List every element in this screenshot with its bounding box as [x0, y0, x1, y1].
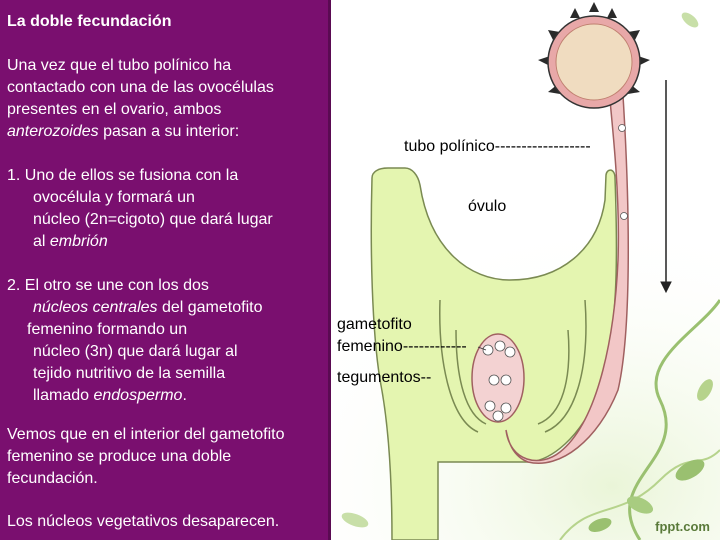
term-nucleos-centrales: núcleos centrales	[33, 299, 158, 316]
pointer-embryo-sac	[477, 346, 487, 351]
outro-line-1: Vemos que en el interior del gametofito	[7, 426, 285, 443]
term-endospermo: endospermo	[93, 387, 183, 404]
item2-line-2: núcleos centrales del gametofito	[33, 298, 262, 318]
label-gametofito-line-2: femenino------------	[337, 338, 467, 355]
final-line: Los núcleos vegetativos desaparecen.	[7, 513, 280, 530]
item1-line-2: ovocélula y formará un	[33, 189, 195, 206]
antipodal-cell	[494, 340, 506, 352]
item2-line-4: núcleo (3n) que dará lugar al	[33, 343, 238, 360]
item1-line-4: al embrión	[33, 232, 108, 252]
term-anterozoides: anterozoides	[7, 123, 99, 140]
item2-line-6-suffix: .	[182, 387, 187, 404]
intro-line-1: Una vez que el tubo polínico ha	[7, 57, 232, 74]
outro-line-3: fecundación.	[7, 470, 98, 487]
item2-line-6: llamado endospermo.	[33, 386, 187, 406]
label-gametofito-line-1: gametofito	[337, 316, 412, 333]
item2-line-6-prefix: llamado	[33, 387, 94, 404]
integument-inner-left	[455, 329, 487, 425]
text-panel: La doble fecundación Una vez que el tubo…	[0, 0, 331, 540]
watermark: fppt.com	[655, 519, 710, 534]
term-embrion: embrión	[49, 233, 108, 250]
egg-apparatus-cells	[482, 340, 516, 422]
label-tegumentos: tegumentos--	[337, 369, 432, 386]
integument-outer-left	[439, 299, 479, 433]
antipodal-cell	[504, 346, 516, 358]
label-tubo-polinico: tubo polínico------------------	[404, 138, 591, 155]
pollen-grain-icon	[538, 2, 650, 109]
item1-line-3: núcleo (2n=cigoto) que dará lugar	[33, 211, 273, 228]
intro-line-2: contactado con una de las ovocélulas	[7, 79, 274, 96]
item2-line-3: femenino formando un	[27, 321, 188, 338]
antipodal-cell	[482, 344, 494, 356]
item2-line-1: 2. El otro se une con los dos	[7, 277, 209, 294]
ovule-drawing	[370, 2, 672, 541]
item1-line-4-prefix: al	[33, 233, 50, 250]
label-ovulo: óvulo	[468, 198, 507, 215]
integument-inner-right	[537, 329, 570, 425]
item2-line-2-rest: del gametofito	[157, 299, 263, 316]
item2-line-5: tejido nutritivo de la semilla	[33, 365, 226, 382]
integument-outer-right	[544, 299, 587, 433]
egg-cell	[492, 410, 504, 422]
intro-line-3: presentes en el ovario, ambos	[7, 101, 222, 118]
down-arrow-icon	[660, 80, 672, 294]
pollen-tube	[505, 79, 629, 464]
ovule-diagram: tubo polínico------------------ óvulo ga…	[331, 0, 720, 541]
item1-line-1: 1. Uno de ellos se fusiona con la	[7, 167, 239, 184]
central-nucleus	[500, 374, 512, 386]
outro-line-2: femenino se produce una doble	[7, 448, 232, 465]
central-nucleus	[488, 374, 500, 386]
intro-line-4: anterozoides pasan a su interior:	[7, 122, 239, 142]
synergid-cell	[500, 402, 512, 414]
intro-line-4-rest: pasan a su interior:	[98, 123, 240, 140]
sperm-nucleus-icon	[618, 124, 628, 220]
synergid-cell	[484, 400, 496, 412]
panel-title: La doble fecundación	[7, 13, 172, 30]
